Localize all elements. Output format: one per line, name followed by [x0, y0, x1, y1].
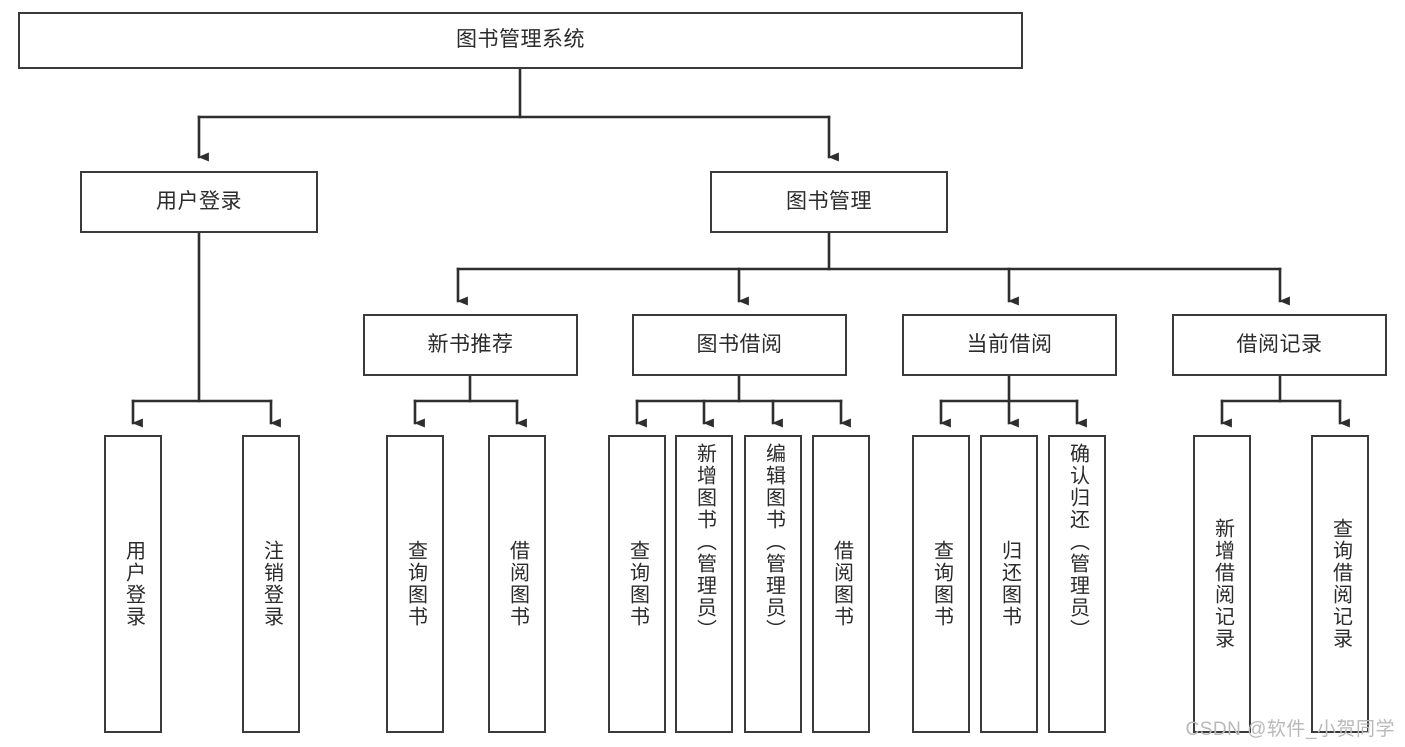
leaf-new-book-borrow[interactable]: 借阅图书 [488, 435, 546, 733]
node-book-borrow[interactable]: 图书借阅 [632, 314, 847, 376]
node-borrow-record[interactable]: 借阅记录 [1172, 314, 1387, 376]
leaf-book-borrow-add[interactable]: 新增图书（管理员） [675, 435, 733, 733]
leaf-book-borrow-add-label: 新增图书（管理员） [693, 443, 716, 641]
node-root-label: 图书管理系统 [456, 28, 585, 52]
leaf-book-borrow-query[interactable]: 查询图书 [608, 435, 666, 733]
leaf-current-borrow-query[interactable]: 查询图书 [912, 435, 970, 733]
node-book-management-label: 图书管理 [786, 189, 872, 213]
leaf-book-borrow-edit[interactable]: 编辑图书（管理员） [744, 435, 802, 733]
leaf-new-book-query[interactable]: 查询图书 [386, 435, 444, 733]
leaf-borrow-record-query[interactable]: 查询借阅记录 [1311, 435, 1369, 733]
leaf-book-borrow-lend-label: 借阅图书 [830, 540, 853, 628]
leaf-user-login-signin-label: 用户登录 [122, 540, 145, 628]
node-borrow-record-label: 借阅记录 [1236, 332, 1323, 356]
leaf-current-borrow-return[interactable]: 归还图书 [980, 435, 1038, 733]
node-book-management[interactable]: 图书管理 [710, 171, 948, 233]
leaf-current-borrow-confirm[interactable]: 确认归还（管理员） [1048, 435, 1106, 733]
leaf-new-book-query-label: 查询图书 [404, 540, 427, 628]
leaf-book-borrow-lend[interactable]: 借阅图书 [812, 435, 870, 733]
leaf-borrow-record-add-label: 新增借阅记录 [1211, 518, 1234, 650]
leaf-book-borrow-query-label: 查询图书 [626, 540, 649, 628]
leaf-borrow-record-query-label: 查询借阅记录 [1329, 518, 1352, 650]
node-current-borrow[interactable]: 当前借阅 [902, 314, 1117, 376]
leaf-new-book-borrow-label: 借阅图书 [506, 540, 529, 628]
node-current-borrow-label: 当前借阅 [966, 332, 1053, 356]
leaf-borrow-record-add[interactable]: 新增借阅记录 [1193, 435, 1251, 733]
leaf-user-login-signout-label: 注销登录 [260, 540, 283, 628]
leaf-current-borrow-return-label: 归还图书 [998, 540, 1021, 628]
node-book-borrow-label: 图书借阅 [696, 332, 783, 356]
node-new-book-recommend[interactable]: 新书推荐 [363, 314, 578, 376]
leaf-book-borrow-edit-label: 编辑图书（管理员） [762, 443, 785, 641]
node-user-login[interactable]: 用户登录 [80, 171, 318, 233]
leaf-current-borrow-query-label: 查询图书 [930, 540, 953, 628]
leaf-user-login-signin[interactable]: 用户登录 [104, 435, 162, 733]
node-user-login-label: 用户登录 [156, 189, 242, 213]
leaf-current-borrow-confirm-label: 确认归还（管理员） [1066, 443, 1089, 641]
node-root[interactable]: 图书管理系统 [18, 12, 1023, 69]
node-new-book-recommend-label: 新书推荐 [427, 332, 514, 356]
leaf-user-login-signout[interactable]: 注销登录 [242, 435, 300, 733]
